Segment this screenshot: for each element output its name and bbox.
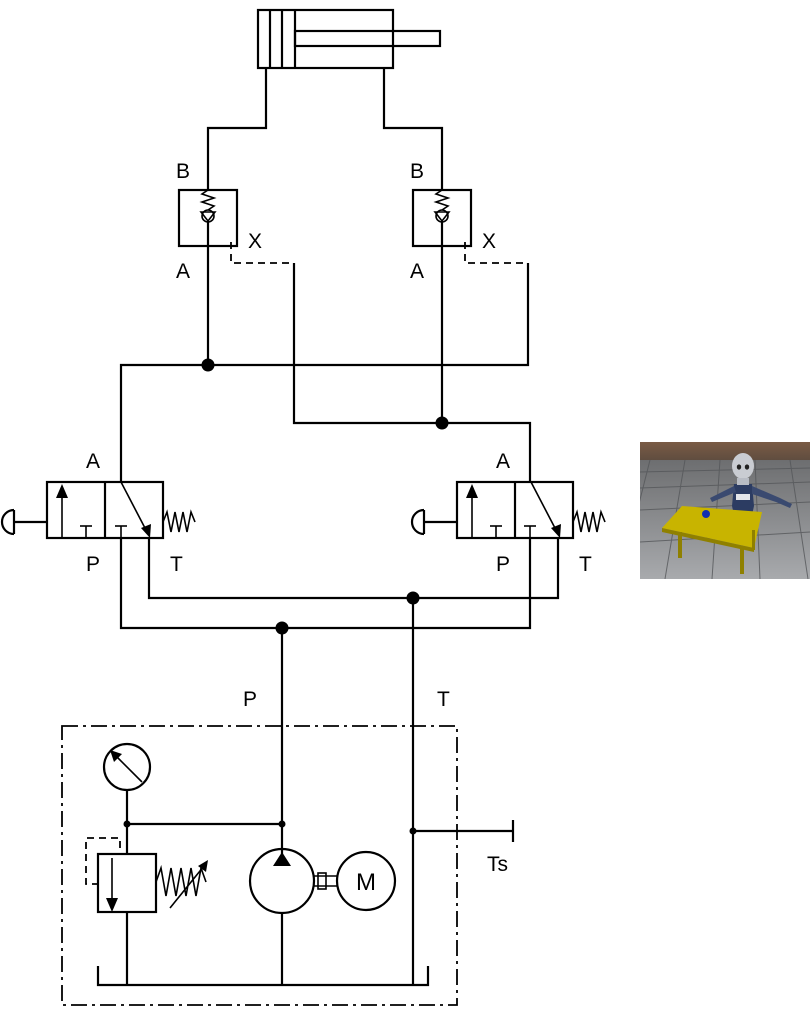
- robot-simulation-image: [640, 442, 810, 579]
- cylinder-lines: [206, 68, 444, 190]
- valve-left-port-x: X: [248, 230, 262, 253]
- blue-ball: [702, 510, 710, 518]
- background-wall: [640, 442, 810, 464]
- directional-valve-right: A P T: [410, 450, 606, 576]
- yellow-table: [662, 506, 762, 574]
- tank-return-branch: Ts: [409, 820, 515, 876]
- valve-right-port-x: X: [482, 230, 496, 253]
- reservoir-tank: [96, 966, 430, 987]
- valve-left-port-b: B: [176, 160, 190, 183]
- directional-valve-left: A P T: [0, 450, 196, 576]
- power-unit: M Ts: [61, 725, 515, 1006]
- pressure-gauge: [102, 742, 152, 824]
- double-acting-cylinder: [256, 8, 442, 70]
- shaft-coupling: [314, 872, 338, 890]
- supply-return-lines: P T: [119, 538, 560, 985]
- motor-label: M: [356, 869, 376, 896]
- humanoid-robot: [710, 453, 792, 524]
- return-line-label: T: [437, 688, 450, 711]
- dcv-right-port-a: A: [496, 450, 510, 473]
- pilot-check-valve-right: B A X: [410, 160, 528, 283]
- working-lines: [119, 246, 532, 482]
- dcv-left-port-a: A: [86, 450, 100, 473]
- dcv-left-port-p: P: [86, 553, 100, 576]
- supply-line-label: P: [243, 688, 257, 711]
- hydraulic-pump: [248, 847, 316, 985]
- pressure-relief-valve: [85, 824, 208, 985]
- dcv-right-port-t: T: [579, 553, 592, 576]
- pilot-check-valve-left: B A X: [176, 160, 294, 283]
- tank-return-label: Ts: [487, 853, 508, 876]
- valve-left-port-a: A: [176, 260, 190, 283]
- valve-right-port-a: A: [410, 260, 424, 283]
- electric-motor: M: [335, 850, 397, 912]
- dcv-right-port-p: P: [496, 553, 510, 576]
- valve-right-port-b: B: [410, 160, 424, 183]
- dcv-left-port-t: T: [170, 553, 183, 576]
